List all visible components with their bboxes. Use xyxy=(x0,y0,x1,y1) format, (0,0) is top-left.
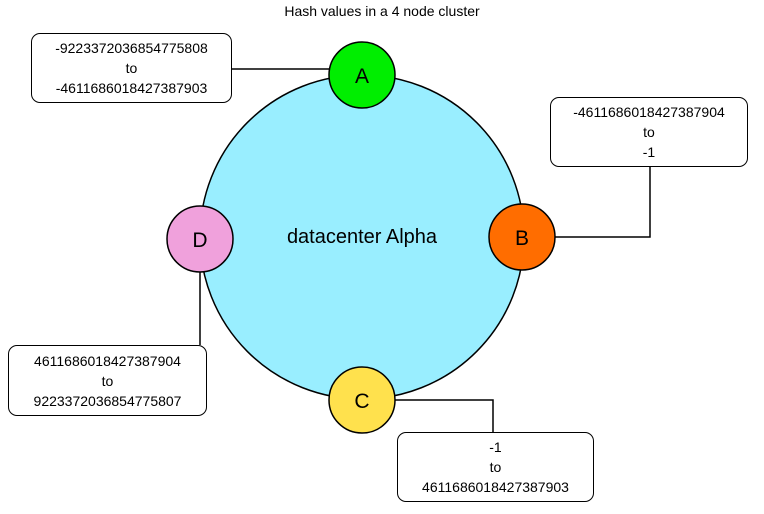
diagram-title: Hash values in a 4 node cluster xyxy=(284,3,480,19)
connector-b xyxy=(555,167,651,238)
datacenter-label: datacenter Alpha xyxy=(287,226,438,248)
node-b-label: B xyxy=(515,227,529,250)
range-a-to: -4611686018427387903 xyxy=(55,80,208,96)
node-b-circle xyxy=(488,203,556,271)
range-box-d: 4611686018427387904 to 92233720368547758… xyxy=(8,345,207,416)
node-a[interactable]: A xyxy=(328,41,396,109)
range-b-from: -4611686018427387904 xyxy=(573,104,725,120)
node-a-circle xyxy=(328,41,396,109)
range-a-from: -9223372036854775808 xyxy=(55,40,208,56)
node-b[interactable]: B xyxy=(488,203,556,271)
node-d-label: D xyxy=(192,229,207,252)
range-box-b: -4611686018427387904 to -1 xyxy=(550,97,748,167)
node-c[interactable]: C xyxy=(328,366,396,434)
range-a-to-word: to xyxy=(125,60,138,76)
range-d-to-word: to xyxy=(101,372,114,389)
range-b-to-word: to xyxy=(643,124,655,140)
range-c-from: -1 xyxy=(489,439,502,455)
node-d-circle xyxy=(166,205,234,273)
range-c-to: 4611686018427387903 xyxy=(422,479,569,495)
node-c-label: C xyxy=(354,390,369,413)
range-b-to: -1 xyxy=(642,144,656,160)
node-c-circle xyxy=(328,366,396,434)
connector-c xyxy=(395,399,494,432)
node-d[interactable]: D xyxy=(166,205,234,273)
range-d-from: 4611686018427387904 xyxy=(34,352,181,369)
node-a-label: A xyxy=(355,65,369,88)
range-box-a: -9223372036854775808 to -461168601842738… xyxy=(31,33,232,103)
range-c-to-word: to xyxy=(489,459,502,475)
range-d-to: 9223372036854775807 xyxy=(33,392,182,409)
range-box-c: -1 to 4611686018427387903 xyxy=(397,432,594,502)
